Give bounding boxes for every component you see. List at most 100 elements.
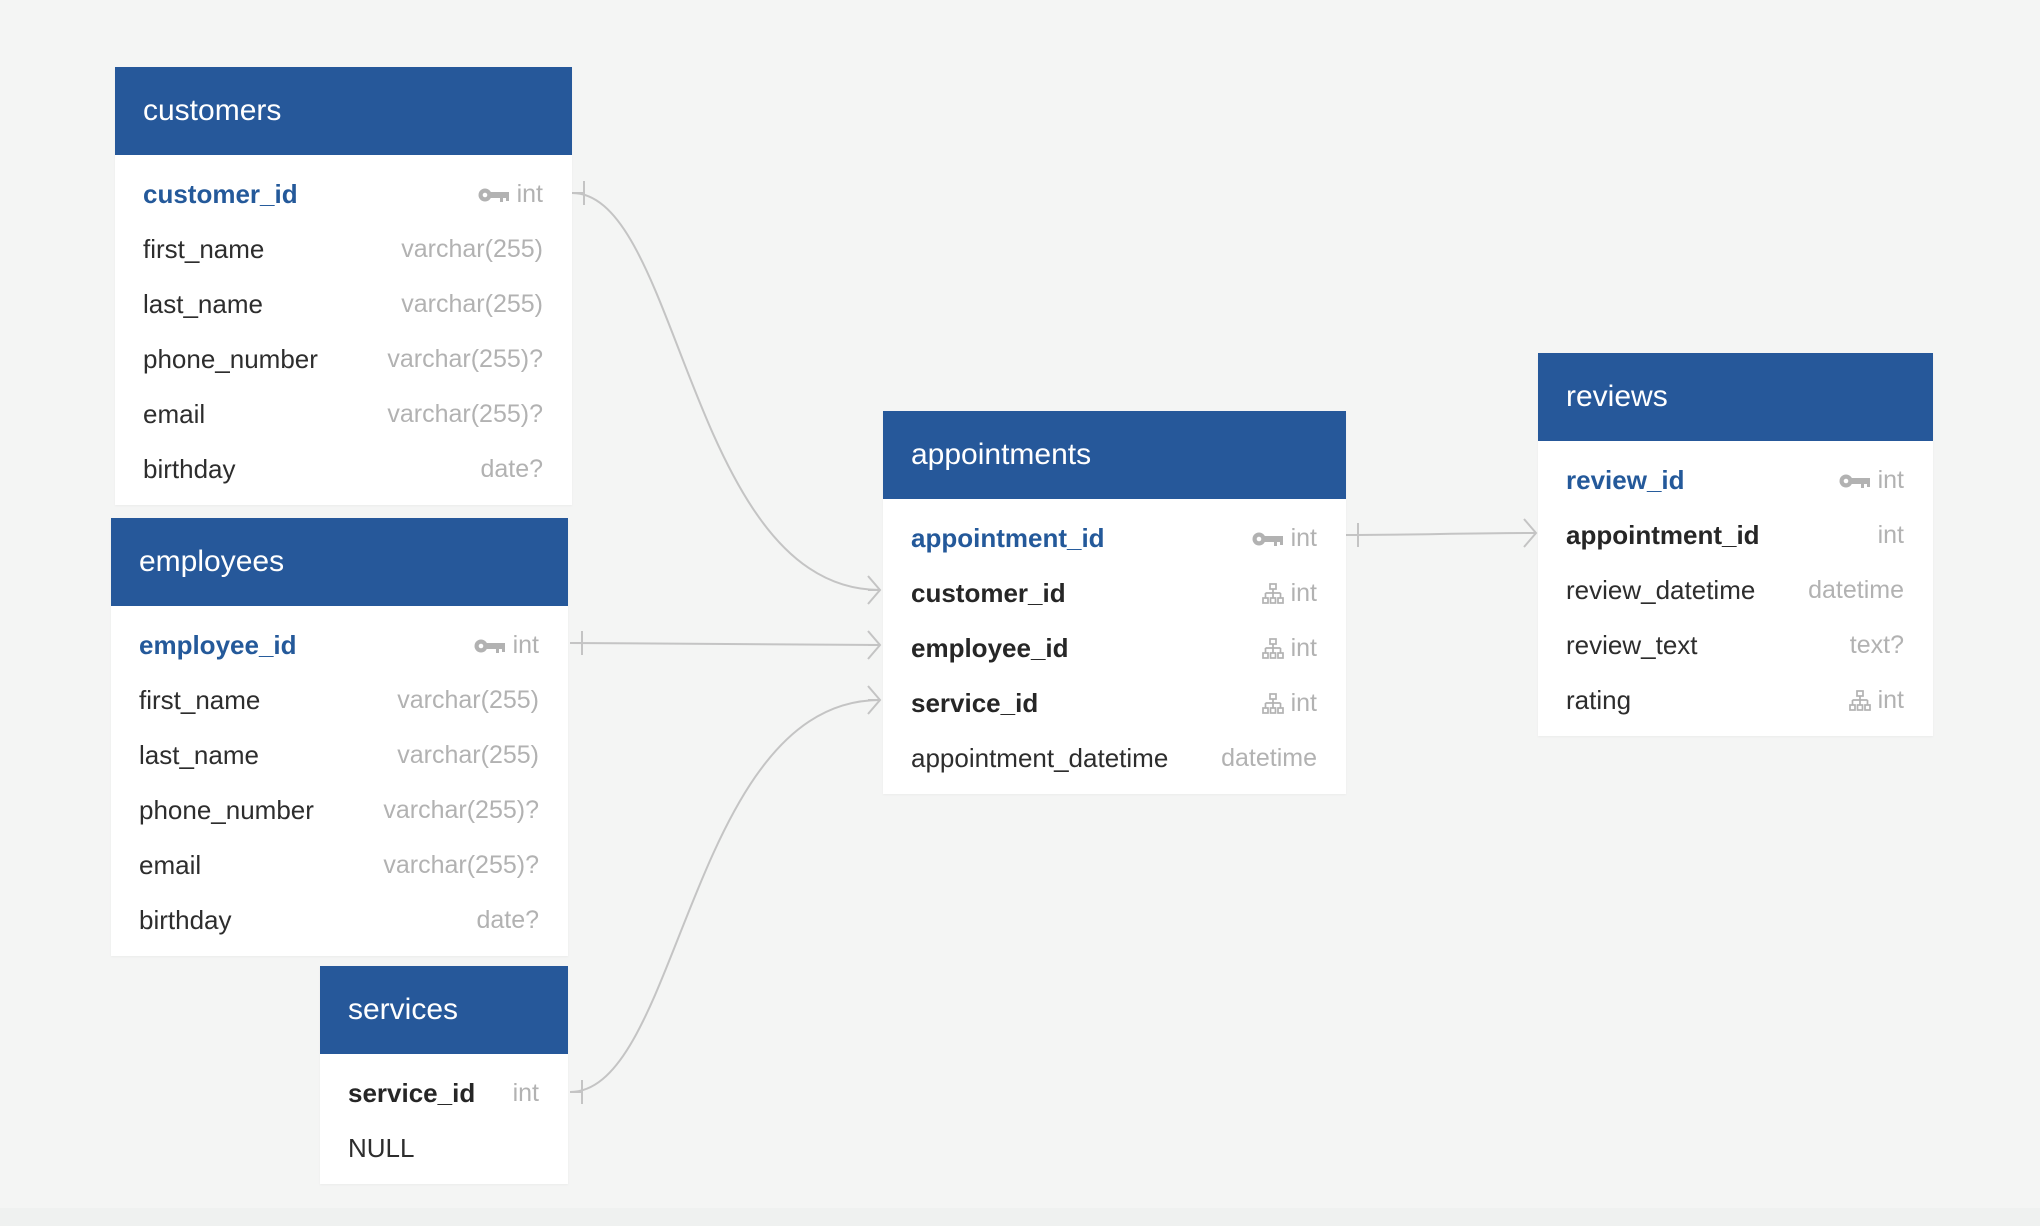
employees-first-name-row[interactable]: first_name varchar(255) — [111, 673, 568, 728]
rating-field: rating — [1566, 685, 1632, 715]
employees-birthday-row[interactable]: birthday date? — [111, 893, 568, 948]
last-name-type: varchar(255) — [397, 741, 539, 769]
phone-number-type: varchar(255)? — [383, 796, 539, 824]
null-value: NULL — [348, 1133, 415, 1163]
review-text-field: review_text — [1566, 630, 1698, 660]
phone-number-type: varchar(255)? — [387, 345, 543, 373]
first-name-field: first_name — [139, 685, 261, 715]
first-name-type: varchar(255) — [401, 235, 543, 263]
customer-id-type: int — [516, 180, 543, 208]
customers-first-name-row[interactable]: first_name varchar(255) — [115, 222, 572, 277]
review-id-type: int — [1877, 466, 1904, 494]
email-field: email — [139, 850, 202, 880]
customers-customer-id-row[interactable]: customer_id int — [115, 167, 572, 222]
reviews-review-text-row[interactable]: review_text text? — [1538, 618, 1933, 673]
relation-icon — [1261, 582, 1285, 606]
customer-one-marker — [572, 181, 585, 205]
appointment-datetime-field: appointment_datetime — [911, 743, 1169, 773]
employees-table-title[interactable]: employees — [111, 518, 568, 606]
customers-last-name-row[interactable]: last_name varchar(255) — [115, 277, 572, 332]
customer-id-field: customer_id — [143, 179, 298, 209]
services-table-title[interactable]: services — [320, 966, 568, 1054]
birthday-field: birthday — [139, 905, 232, 935]
reviews-review-datetime-row[interactable]: review_datetime datetime — [1538, 563, 1933, 618]
service-id-field: service_id — [348, 1078, 476, 1108]
appointment-id-field: appointment_id — [1566, 520, 1760, 550]
appointment-review-relationship[interactable] — [1345, 532, 1537, 536]
service-one-marker — [570, 1080, 583, 1104]
email-field: email — [143, 399, 206, 429]
appointment-id-field: appointment_id — [911, 523, 1105, 553]
customer-id-type-cell: int — [1261, 579, 1317, 608]
birthday-type: date? — [480, 455, 543, 483]
customers-table[interactable]: customers customer_id int — [115, 67, 572, 505]
review-datetime-field: review_datetime — [1566, 575, 1756, 605]
reviews-rating-row[interactable]: rating int — [1538, 673, 1933, 728]
email-type: varchar(255)? — [387, 400, 543, 428]
customers-birthday-row[interactable]: birthday date? — [115, 442, 572, 497]
first-name-field: first_name — [143, 234, 265, 264]
employee-id-field: employee_id — [139, 630, 297, 660]
appointment-id-type: int — [1877, 521, 1904, 549]
employee-id-type-cell: int — [1261, 634, 1317, 663]
appointment-id-type-cell: int — [1251, 524, 1317, 553]
last-name-field: last_name — [143, 289, 263, 319]
employee-id-type: int — [1290, 634, 1317, 662]
services-service-id-row[interactable]: service_id int — [320, 1066, 568, 1121]
key-icon — [477, 186, 511, 204]
email-type: varchar(255)? — [383, 851, 539, 879]
birthday-field: birthday — [143, 454, 236, 484]
rating-type: int — [1877, 686, 1904, 714]
service-id-type: int — [1290, 689, 1317, 717]
appointment-id-type: int — [1290, 524, 1317, 552]
employees-last-name-row[interactable]: last_name varchar(255) — [111, 728, 568, 783]
customer-id-type-cell: int — [477, 180, 543, 209]
employees-employee-id-row[interactable]: employee_id int — [111, 618, 568, 673]
appointments-appointment-id-row[interactable]: appointment_id int — [883, 511, 1346, 566]
employee-appointment-relationship[interactable] — [569, 642, 881, 646]
reviews-appointment-id-row[interactable]: appointment_id int — [1538, 508, 1933, 563]
appointments-datetime-row[interactable]: appointment_datetime datetime — [883, 731, 1346, 786]
reviews-table-title[interactable]: reviews — [1538, 353, 1933, 441]
last-name-field: last_name — [139, 740, 259, 770]
service-many-marker — [867, 685, 882, 715]
appointments-customer-id-row[interactable]: customer_id int — [883, 566, 1346, 621]
customer-many-marker — [867, 575, 882, 605]
appointments-service-id-row[interactable]: service_id int — [883, 676, 1346, 731]
customers-phone-number-row[interactable]: phone_number varchar(255)? — [115, 332, 572, 387]
service-id-type: int — [512, 1079, 539, 1107]
services-table[interactable]: services service_id int NULL — [320, 966, 568, 1184]
appointments-table-title[interactable]: appointments — [883, 411, 1346, 499]
employee-id-type-cell: int — [473, 631, 539, 660]
services-null-row[interactable]: NULL — [320, 1121, 568, 1176]
customer-appointment-relationship[interactable] — [571, 192, 881, 591]
key-icon — [473, 637, 507, 655]
employees-phone-number-row[interactable]: phone_number varchar(255)? — [111, 783, 568, 838]
employee-id-field: employee_id — [911, 633, 1069, 663]
reviews-review-id-row[interactable]: review_id int — [1538, 453, 1933, 508]
appointments-table[interactable]: appointments appointment_id int — [883, 411, 1346, 794]
employee-one-marker — [570, 631, 583, 655]
review-text-type: text? — [1849, 631, 1904, 659]
employee-many-marker — [867, 630, 882, 660]
relation-icon — [1848, 689, 1872, 713]
review-id-field: review_id — [1566, 465, 1685, 495]
canvas-bottom-strip — [0, 1208, 2040, 1226]
customer-id-type: int — [1290, 579, 1317, 607]
review-id-type-cell: int — [1838, 466, 1904, 495]
first-name-type: varchar(255) — [397, 686, 539, 714]
customers-email-row[interactable]: email varchar(255)? — [115, 387, 572, 442]
employee-id-type: int — [512, 631, 539, 659]
rating-type-cell: int — [1848, 686, 1904, 715]
phone-number-field: phone_number — [143, 344, 318, 374]
reviews-table[interactable]: reviews review_id int — [1538, 353, 1933, 736]
employees-table[interactable]: employees employee_id int — [111, 518, 568, 956]
appointments-employee-id-row[interactable]: employee_id int — [883, 621, 1346, 676]
service-appointment-relationship[interactable] — [569, 699, 881, 1093]
last-name-type: varchar(255) — [401, 290, 543, 318]
employees-email-row[interactable]: email varchar(255)? — [111, 838, 568, 893]
customers-table-title[interactable]: customers — [115, 67, 572, 155]
key-icon — [1838, 472, 1872, 490]
